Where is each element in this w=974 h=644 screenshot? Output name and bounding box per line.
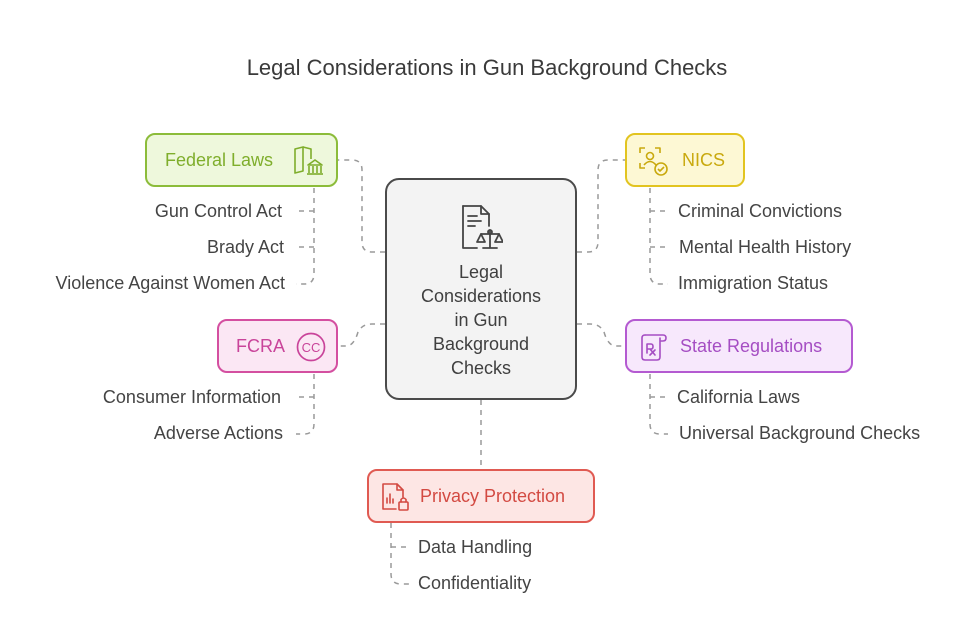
connector-federal-items (296, 188, 315, 285)
center-node-text: Legal Considerations in Gun Background C… (387, 260, 575, 380)
nics-item-3: Immigration Status (678, 273, 829, 293)
fcra-node: FCRA CC (217, 319, 338, 373)
state-regulations-label: State Regulations (680, 335, 823, 356)
privacy-item-1: Data Handling (418, 537, 533, 557)
file-lock-icon (382, 483, 409, 511)
center-line-2: Considerations (420, 286, 542, 306)
privacy-protection-label: Privacy Protection (420, 485, 566, 506)
state-regulations-node: State Regulations (625, 319, 853, 373)
center-line-1: Legal (458, 262, 504, 282)
id-check-icon (639, 147, 668, 176)
nics-item-1: Criminal Convictions (678, 201, 843, 221)
fcra-item-2: Adverse Actions (153, 423, 283, 443)
cc-circle-icon: CC (296, 332, 326, 362)
connector-privacy-items (390, 523, 409, 585)
fcra-label: FCRA (236, 335, 285, 356)
state-item-2: Universal Background Checks (679, 423, 921, 443)
center-line-3: in Gun (454, 310, 508, 330)
connector-fcra-items (296, 374, 315, 435)
connector-fcra (338, 323, 385, 347)
connector-state (577, 323, 625, 347)
federal-item-3: Violence Against Women Act (55, 273, 285, 293)
law-building-icon (294, 146, 323, 175)
federal-laws-label: Federal Laws (165, 149, 274, 170)
nics-label: NICS (682, 149, 726, 170)
fcra-item-1: Consumer Information (102, 387, 281, 407)
federal-laws-node: Federal Laws (145, 133, 338, 187)
connector-federal (338, 159, 385, 253)
center-node: Legal Considerations in Gun Background C… (385, 178, 577, 400)
state-item-1: California Laws (677, 387, 801, 407)
nics-item-2: Mental Health History (679, 237, 852, 257)
federal-item-2: Brady Act (206, 237, 284, 257)
connector-nics-items (649, 188, 668, 285)
privacy-item-2: Confidentiality (418, 573, 532, 593)
connector-nics (577, 159, 625, 253)
diagram-title: Legal Considerations in Gun Background C… (246, 55, 728, 80)
center-line-5: Checks (450, 358, 512, 378)
connector-state-items (649, 374, 668, 435)
svg-text:CC: CC (302, 340, 321, 355)
center-line-4: Background (432, 334, 530, 354)
nics-node: NICS (625, 133, 745, 187)
prescription-scroll-icon (641, 334, 667, 361)
federal-item-1: Gun Control Act (154, 201, 282, 221)
document-scales-icon (462, 205, 503, 249)
privacy-protection-node: Privacy Protection (367, 469, 595, 523)
